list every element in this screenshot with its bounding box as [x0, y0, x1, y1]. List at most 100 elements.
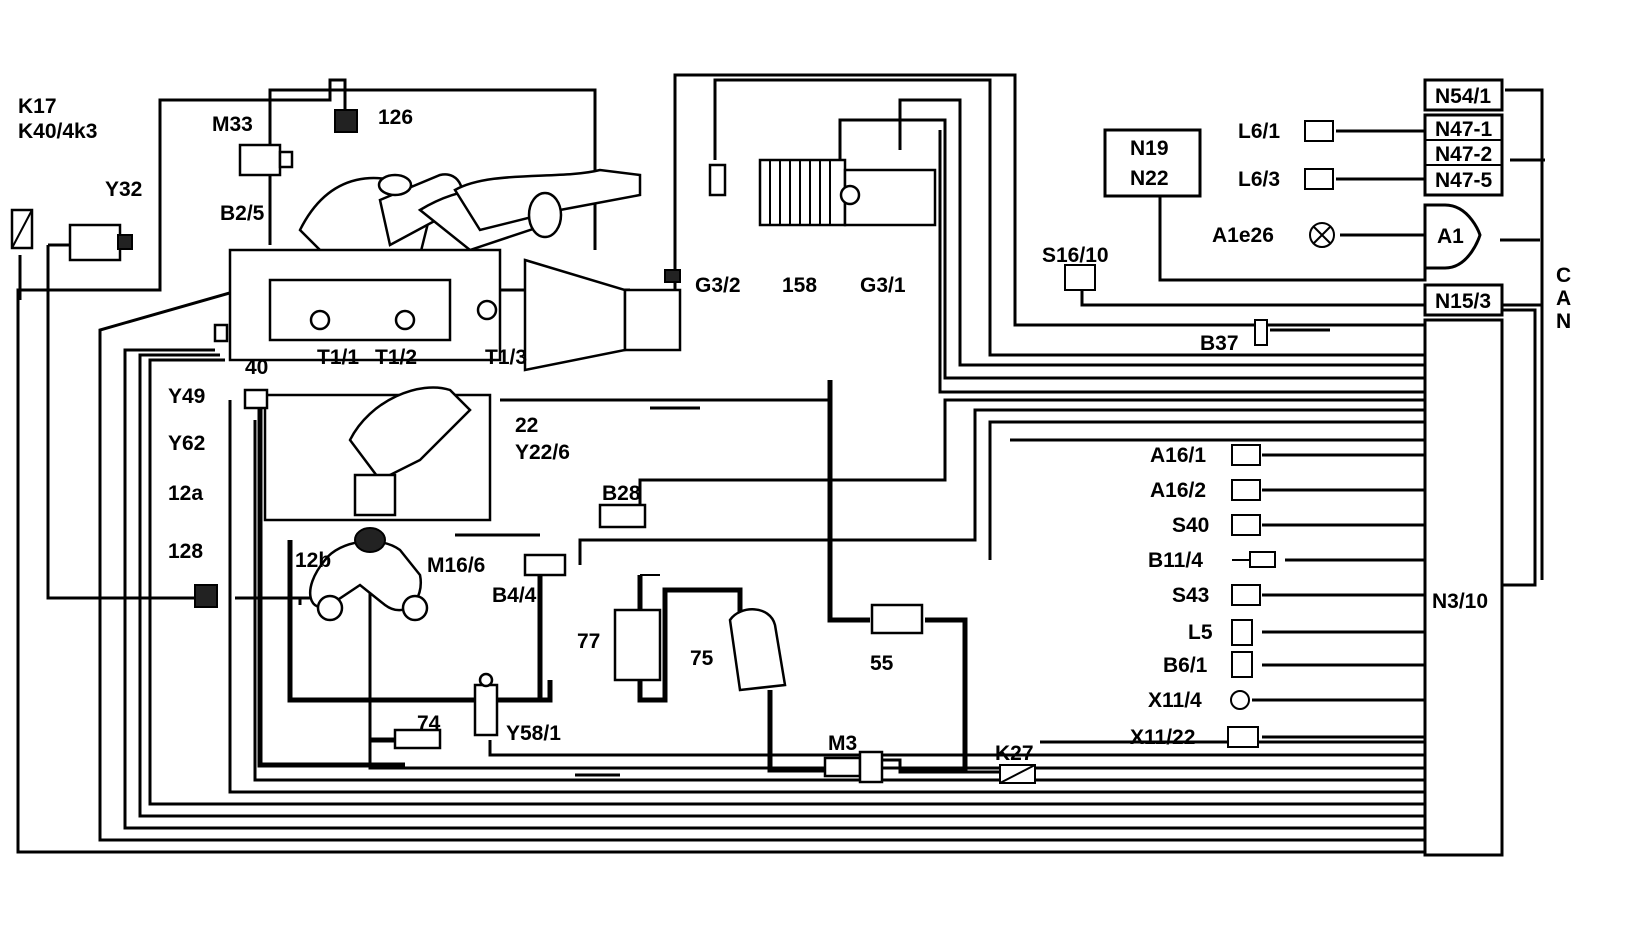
label-can-a: A — [1556, 287, 1571, 310]
wiring-harness — [16, 73, 1545, 854]
x11-4-connector — [1230, 690, 1250, 710]
label-x11-22: X11/22 — [1130, 726, 1195, 749]
charcoal-canister — [613, 608, 662, 682]
a1e26-lamp — [1309, 222, 1335, 248]
valve-126 — [334, 109, 358, 133]
g3-2-sensor — [708, 163, 727, 197]
x11-22-connector — [1227, 726, 1259, 748]
y22-6-valve — [353, 473, 397, 517]
pulley-left — [316, 594, 344, 622]
label-m16-6: M16/6 — [427, 554, 485, 577]
n15-3-module — [1423, 283, 1504, 317]
b4-4-sensor — [523, 553, 567, 577]
label-g3-1: G3/1 — [860, 274, 906, 297]
flow-arrows — [575, 406, 700, 777]
s40-switch — [1231, 514, 1261, 536]
label-l5: L5 — [1188, 621, 1213, 644]
label-s16-10: S16/10 — [1042, 244, 1109, 267]
label-y58-1: Y58/1 — [506, 722, 561, 745]
label-22: 22 — [515, 414, 538, 437]
label-s40: S40 — [1172, 514, 1209, 537]
n3-10-module — [1423, 318, 1504, 857]
label-k27: K27 — [995, 742, 1034, 765]
label-b37: B37 — [1200, 332, 1239, 355]
y58-1-valve — [473, 683, 499, 737]
pulley-right — [401, 594, 429, 622]
label-b2-5: B2/5 — [220, 202, 265, 225]
label-n22: N22 — [1130, 167, 1169, 190]
fuel-filter — [728, 608, 787, 692]
label-s43: S43 — [1172, 584, 1209, 607]
l6-3-sensor — [1304, 168, 1334, 190]
air-filter-box — [623, 288, 682, 352]
control-modules — [999, 78, 1504, 857]
t1-3-coil — [476, 299, 498, 321]
cam-cover — [268, 278, 452, 342]
s43-switch — [1231, 584, 1261, 606]
b28-sensor — [598, 503, 647, 529]
label-a1: A1 — [1437, 225, 1464, 248]
label-a16-1: A16/1 — [1150, 444, 1206, 467]
label-m33: M33 — [212, 113, 253, 136]
label-n15-3: N15/3 — [1435, 290, 1491, 313]
label-b28: B28 — [602, 482, 641, 505]
label-y22-6: Y22/6 — [515, 441, 570, 464]
labels: K17 K40/4k3 M33 126 Y32 B2/5 Y49 40 T1/1… — [18, 85, 1571, 765]
a16-1-sensor — [1231, 444, 1261, 466]
label-55: 55 — [870, 652, 894, 675]
t1-1-coil — [309, 309, 331, 331]
label-128: 128 — [168, 540, 203, 563]
n47-module — [1423, 113, 1504, 197]
label-g3-2: G3/2 — [695, 274, 741, 297]
label-b6-1: B6/1 — [1163, 654, 1208, 677]
label-n47-5: N47-5 — [1435, 169, 1493, 192]
catalytic-converter — [758, 158, 847, 227]
label-y49: Y49 — [168, 385, 205, 408]
throttle-ring — [377, 173, 413, 197]
label-n47-2: N47-2 — [1435, 143, 1492, 166]
label-75: 75 — [690, 647, 714, 670]
engine-assembly — [10, 109, 937, 784]
b37-sensor — [1254, 319, 1268, 346]
label-126: 126 — [378, 106, 413, 129]
label-n3-10: N3/10 — [1432, 590, 1488, 613]
label-n54-1: N54/1 — [1435, 85, 1491, 108]
g3-1-sensor — [839, 184, 861, 206]
label-158: 158 — [782, 274, 817, 297]
label-77: 77 — [577, 630, 600, 653]
a1-cluster — [1423, 203, 1482, 270]
label-t1-1: T1/1 — [317, 346, 359, 369]
intake-elbow — [348, 386, 472, 482]
l6-1-sensor — [1304, 120, 1334, 142]
label-k17: K17 — [18, 95, 57, 118]
connector-40 — [243, 388, 269, 410]
air-filter-cone — [523, 258, 627, 372]
fuel-pump-55 — [870, 603, 924, 635]
label-l6-3: L6/3 — [1238, 168, 1280, 191]
n19-n22-module — [1103, 128, 1202, 198]
label-y62: Y62 — [168, 432, 205, 455]
g3-2-connector — [664, 269, 681, 283]
b11-4-sensor — [1232, 551, 1276, 568]
label-k40: K40/4k3 — [18, 120, 97, 143]
label-l6-1: L6/1 — [1238, 120, 1280, 143]
k27-relay — [999, 764, 1036, 784]
m3-pump — [823, 756, 862, 778]
a16-2-sensor — [1231, 479, 1261, 501]
l5-sensor — [1231, 619, 1253, 646]
valve-74 — [393, 728, 442, 750]
y49-valve — [213, 323, 229, 343]
label-12b: 12b — [295, 549, 331, 572]
label-m3: M3 — [828, 732, 857, 755]
label-40: 40 — [245, 356, 268, 379]
label-can-c: C — [1556, 264, 1571, 287]
m33-pump — [238, 143, 282, 177]
s16-10-switch — [1064, 264, 1096, 291]
label-74: 74 — [417, 712, 441, 735]
label-t1-2: T1/2 — [375, 346, 417, 369]
t1-2-coil — [394, 309, 416, 331]
label-a16-2: A16/2 — [1150, 479, 1206, 502]
intake-port — [527, 191, 563, 239]
label-b11-4: B11/4 — [1148, 549, 1203, 572]
